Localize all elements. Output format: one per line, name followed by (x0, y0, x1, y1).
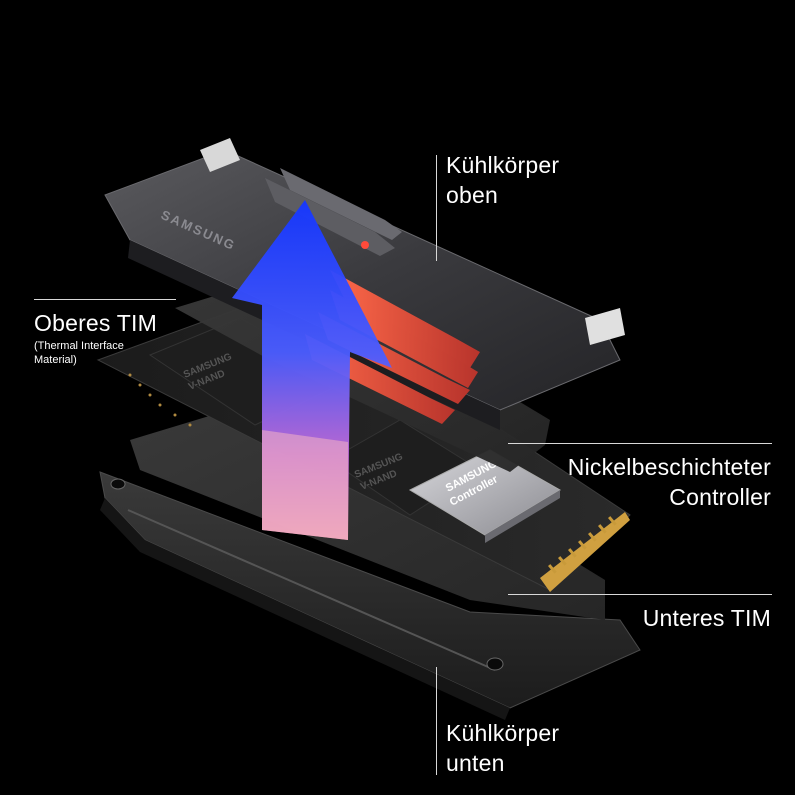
label-heatsink-top: Kühlkörper oben (446, 152, 560, 208)
label-controller: Nickelbeschichteter Controller (567, 454, 771, 510)
heat-flow-arrow (232, 200, 392, 540)
callout-line-heatsink-top (436, 155, 437, 261)
lower-tim (130, 390, 605, 620)
callout-line-lower-tim (508, 594, 772, 595)
label-heatsink-bottom: Kühlkörper unten (446, 720, 560, 776)
top-heatsink: SAMSUNG (104, 138, 625, 430)
callout-line-upper-tim (34, 299, 176, 300)
callout-line-heatsink-bottom (436, 667, 437, 775)
label-upper-tim-note: (Thermal Interface Material) (34, 340, 124, 366)
label-upper-tim: Oberes TIM (34, 310, 157, 336)
callout-line-controller (508, 443, 772, 444)
label-lower-tim: Unteres TIM (642, 605, 771, 631)
bottom-heatsink (99, 471, 641, 720)
